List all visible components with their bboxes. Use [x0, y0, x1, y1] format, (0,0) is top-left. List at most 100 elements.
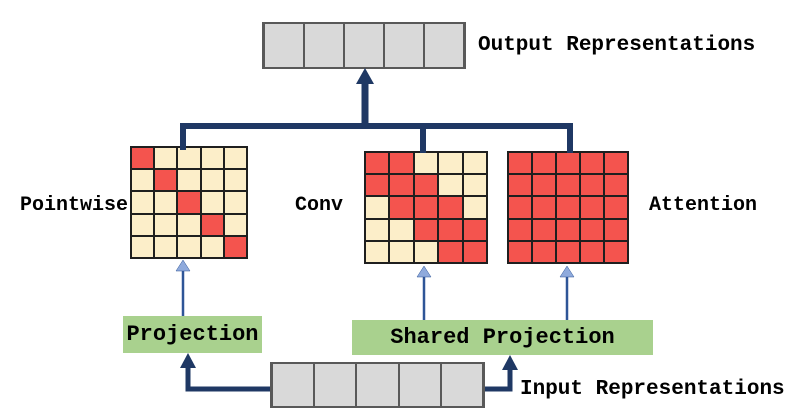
matrix-cell-inactive — [154, 147, 178, 170]
matrix-cell-active — [389, 174, 414, 197]
matrix-cell-inactive — [177, 235, 201, 258]
matrix-cell-inactive — [462, 152, 487, 175]
matrix-cell-active — [438, 218, 463, 241]
pointwise-label: Pointwise — [20, 194, 129, 217]
matrix-cell-active — [438, 240, 463, 263]
matrix-cell-active — [365, 152, 390, 175]
matrix-cell-inactive — [200, 147, 224, 170]
matrix-cell-active — [200, 213, 224, 236]
matrix-cell-active — [532, 174, 556, 197]
matrix-cell-inactive — [223, 169, 247, 192]
matrix-cell-active — [532, 218, 556, 241]
vector-cell — [344, 24, 384, 67]
matrix-cell-active — [556, 174, 580, 197]
arrow-to-output-icon — [356, 68, 374, 129]
matrix-cell-active — [556, 218, 580, 241]
matrix-cell-active — [508, 152, 532, 175]
matrix-cell-active — [508, 196, 532, 219]
conv-matrix — [364, 151, 488, 264]
matrix-cell-inactive — [438, 174, 463, 197]
matrix-cell-active — [462, 240, 487, 263]
matrix-cell-inactive — [177, 147, 201, 170]
matrix-cell-inactive — [200, 191, 224, 214]
matrix-cell-inactive — [413, 152, 439, 175]
matrix-cell-active — [604, 174, 628, 197]
matrix-cell-active — [604, 152, 628, 175]
projection-label: Projection — [126, 322, 259, 347]
matrix-cell-inactive — [223, 213, 247, 236]
matrix-cell-inactive — [177, 169, 201, 192]
vector-cell — [304, 24, 344, 67]
matrix-cell-active — [580, 152, 604, 175]
matrix-cell-inactive — [462, 196, 487, 219]
arrow-projection-to-pointwise-icon — [175, 259, 191, 316]
vector-cell — [314, 364, 357, 406]
input-representations-label: Input Representations — [520, 378, 785, 401]
matrix-cell-inactive — [177, 213, 201, 236]
vector-cell — [264, 24, 304, 67]
matrix-cell-inactive — [413, 240, 439, 263]
matrix-cell-active — [580, 174, 604, 197]
matrix-cell-active — [223, 235, 247, 258]
shared-projection-label: Shared Projection — [390, 325, 615, 350]
vector-cell — [356, 364, 399, 406]
matrix-cell-active — [508, 218, 532, 241]
arrow-input-to-projection-icon — [180, 353, 270, 392]
matrix-cell-inactive — [154, 191, 178, 214]
matrix-cell-active — [413, 174, 439, 197]
matrix-cell-active — [508, 174, 532, 197]
attention-label: Attention — [649, 194, 758, 217]
projection-box: Projection — [123, 316, 262, 353]
matrix-cell-active — [413, 218, 439, 241]
matrix-cell-inactive — [131, 213, 155, 236]
matrix-cell-inactive — [154, 235, 178, 258]
pointwise-matrix — [130, 146, 248, 259]
matrix-cell-inactive — [365, 240, 390, 263]
input-representation-row — [270, 362, 485, 408]
vector-cell — [398, 364, 441, 406]
matrix-cell-inactive — [131, 169, 155, 192]
matrix-cell-active — [389, 196, 414, 219]
matrix-cell-active — [556, 240, 580, 263]
matrix-cell-inactive — [200, 169, 224, 192]
matrix-cell-active — [604, 196, 628, 219]
matrix-cell-active — [532, 196, 556, 219]
matrix-cell-inactive — [462, 174, 487, 197]
matrix-cell-active — [556, 196, 580, 219]
shared-projection-box: Shared Projection — [352, 320, 653, 355]
matrix-cell-active — [556, 152, 580, 175]
output-representation-row — [262, 22, 466, 69]
matrix-cell-active — [413, 196, 439, 219]
matrix-cell-active — [580, 240, 604, 263]
matrix-cell-inactive — [365, 196, 390, 219]
matrix-cell-active — [532, 152, 556, 175]
matrix-cell-inactive — [389, 240, 414, 263]
matrix-cell-inactive — [365, 218, 390, 241]
matrix-cell-inactive — [200, 235, 224, 258]
matrix-cell-active — [604, 218, 628, 241]
matrix-cell-inactive — [131, 235, 155, 258]
matrix-cell-inactive — [154, 213, 178, 236]
matrix-cell-inactive — [223, 191, 247, 214]
attention-matrix — [507, 151, 629, 264]
matrix-cell-active — [604, 240, 628, 263]
arrow-shared-to-conv-icon — [416, 265, 432, 320]
matrix-cell-inactive — [389, 218, 414, 241]
matrix-cell-active — [389, 152, 414, 175]
matrix-cell-active — [508, 240, 532, 263]
arrow-shared-to-attention-icon — [559, 265, 575, 320]
matrix-cell-active — [154, 169, 178, 192]
matrix-cell-active — [462, 218, 487, 241]
matrix-cell-active — [580, 218, 604, 241]
vector-cell — [440, 364, 483, 406]
matrix-cell-active — [177, 191, 201, 214]
conv-label: Conv — [295, 194, 344, 217]
matrix-cell-active — [365, 174, 390, 197]
matrix-cell-active — [438, 196, 463, 219]
vector-cell — [272, 364, 315, 406]
matrix-cell-active — [131, 147, 155, 170]
output-representations-label: Output Representations — [478, 34, 756, 57]
matrix-cell-inactive — [438, 152, 463, 175]
matrix-cell-active — [580, 196, 604, 219]
